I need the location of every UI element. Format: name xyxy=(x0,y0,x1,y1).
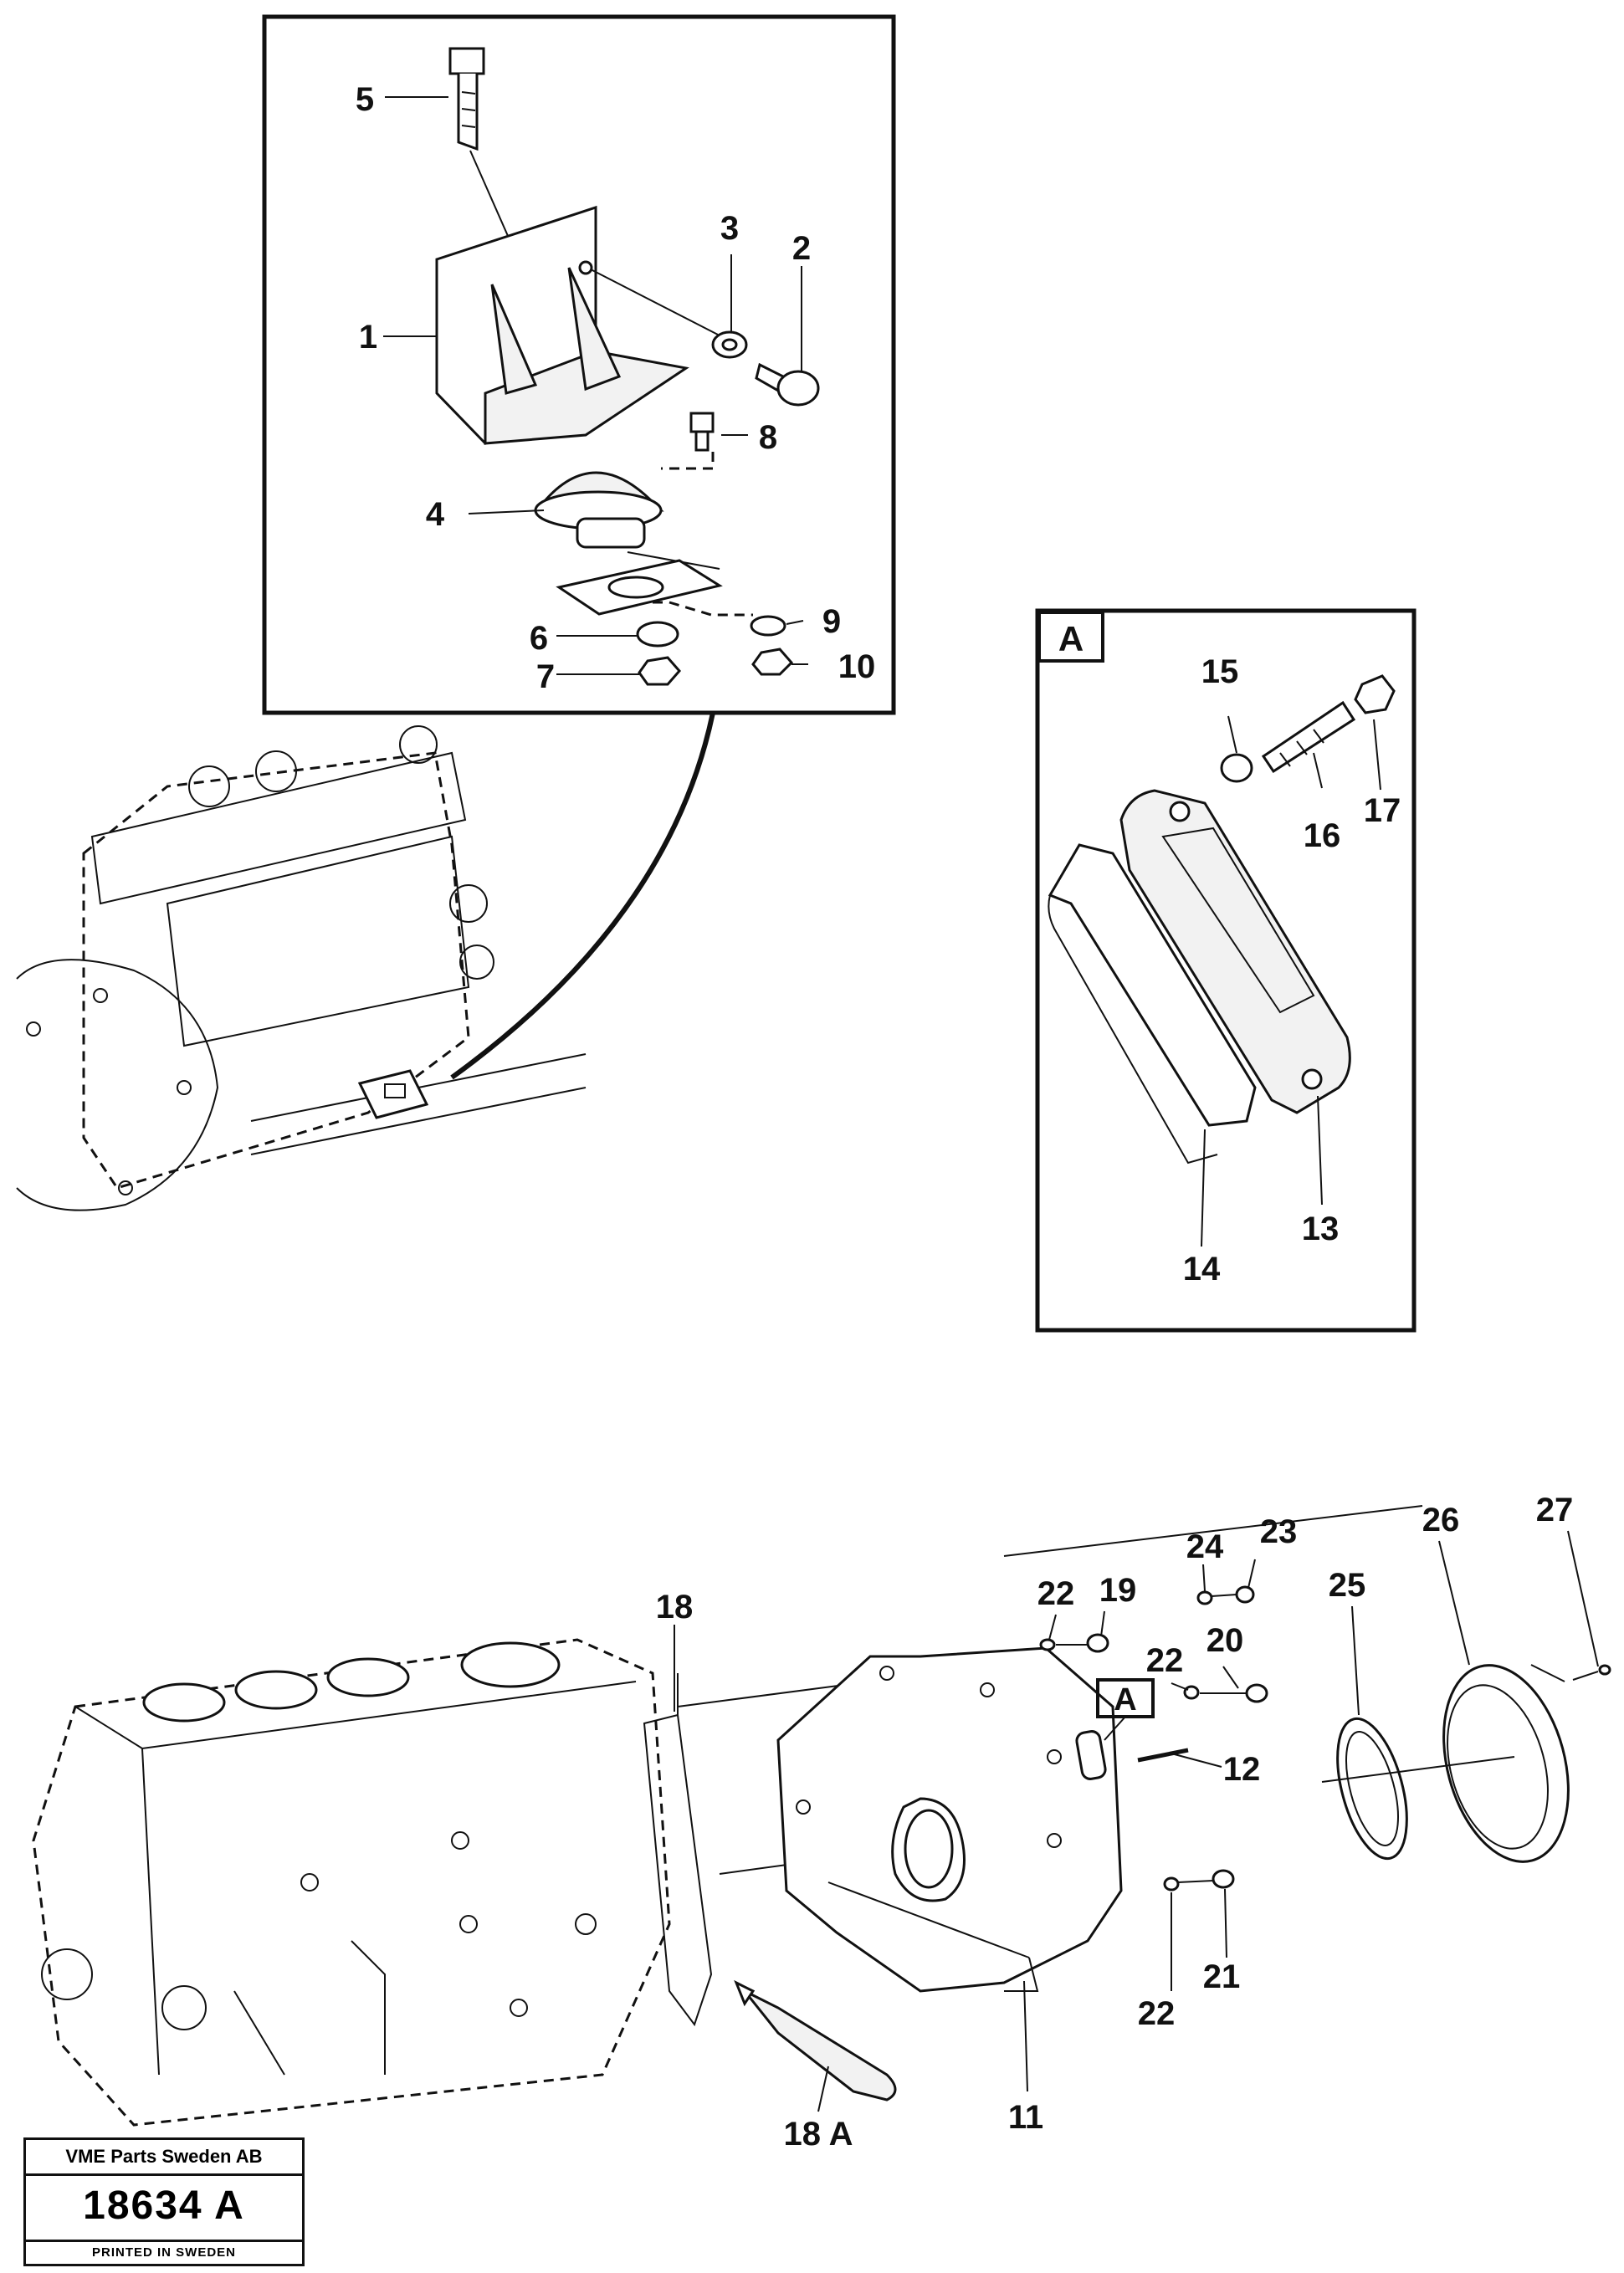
seal-ring-25 xyxy=(1336,1717,1408,1861)
washer-22-middle xyxy=(1183,1685,1200,1700)
bolt-23 xyxy=(1211,1585,1255,1604)
engine-block xyxy=(32,1638,671,2127)
nut-10 xyxy=(751,648,794,676)
pin-12 xyxy=(1137,1748,1189,1763)
callout-27: 27 xyxy=(1536,1492,1574,1528)
bolt-8 xyxy=(661,412,715,470)
washer-15 xyxy=(1220,753,1253,783)
company-name: VME Parts Sweden AB xyxy=(26,2140,302,2176)
washer-6 xyxy=(636,621,679,648)
washer-22-lower xyxy=(1163,1876,1180,1892)
sealant-tube-18a xyxy=(734,1979,897,2102)
callout-5: 5 xyxy=(356,81,374,118)
title-block: VME Parts Sweden AB 18634 A PRINTED IN S… xyxy=(23,2137,305,2266)
callout-18a: 18 A xyxy=(783,2116,853,2153)
flywheel-housing-11: A xyxy=(776,1646,1155,1993)
gasket-18 xyxy=(643,1673,713,2027)
callout-2: 2 xyxy=(792,230,811,267)
document-number: 18634 A xyxy=(83,2183,245,2228)
nut-7 xyxy=(638,656,681,686)
rubber-mount-4 xyxy=(532,471,720,570)
washer-3 xyxy=(711,330,748,359)
callout-1: 1 xyxy=(359,319,377,356)
engine-mount-detail-box xyxy=(262,14,896,715)
callout-22-middle: 22 xyxy=(1146,1642,1184,1679)
washer-24 xyxy=(1196,1590,1213,1605)
callout-15: 15 xyxy=(1201,653,1239,690)
callout-26: 26 xyxy=(1422,1502,1460,1538)
washer-9 xyxy=(750,615,786,637)
callout-8: 8 xyxy=(759,419,777,456)
cover-26 xyxy=(1442,1664,1570,1863)
callout-21: 21 xyxy=(1203,1958,1241,1995)
mount-plate xyxy=(556,559,753,617)
callout-22-lower: 22 xyxy=(1138,1995,1176,2032)
callout-20: 20 xyxy=(1206,1622,1244,1659)
callout-14: 14 xyxy=(1183,1251,1221,1288)
callout-12: 12 xyxy=(1223,1751,1261,1788)
bolt-2 xyxy=(755,362,820,407)
callout-3: 3 xyxy=(720,210,739,247)
stud-16 xyxy=(1261,700,1356,774)
callout-19: 19 xyxy=(1099,1572,1137,1609)
bolt-21 xyxy=(1177,1869,1235,1889)
callout-24: 24 xyxy=(1186,1528,1224,1565)
callout-13: 13 xyxy=(1302,1211,1340,1247)
callout-17: 17 xyxy=(1364,792,1401,829)
bolt-19 xyxy=(1056,1633,1109,1653)
gasket-14 xyxy=(1048,843,1257,1165)
bolt-27 xyxy=(1572,1664,1611,1681)
callout-7: 7 xyxy=(536,658,555,695)
detail-a-tag: A xyxy=(1058,619,1084,658)
callout-6: 6 xyxy=(530,620,548,657)
bracket-1 xyxy=(435,205,719,446)
callout-23: 23 xyxy=(1260,1513,1298,1550)
washer-22-upper xyxy=(1039,1638,1056,1651)
callout-22-upper: 22 xyxy=(1037,1575,1075,1612)
callout-11: 11 xyxy=(1008,2099,1043,2136)
housing-a-tag: A xyxy=(1114,1682,1136,1718)
nut-17 xyxy=(1354,674,1396,714)
callout-16: 16 xyxy=(1304,817,1341,854)
callout-4: 4 xyxy=(426,496,445,533)
callout-9: 9 xyxy=(822,603,841,640)
vibration-damper-13 xyxy=(1119,789,1351,1114)
callout-25: 25 xyxy=(1329,1567,1366,1604)
engine-location-sketch xyxy=(16,725,587,1211)
callout-10: 10 xyxy=(838,648,876,685)
callout-18: 18 xyxy=(656,1589,694,1625)
bolt-20 xyxy=(1200,1683,1268,1703)
detail-a-box: A xyxy=(1035,608,1417,1333)
printed-note: PRINTED IN SWEDEN xyxy=(26,2240,302,2264)
